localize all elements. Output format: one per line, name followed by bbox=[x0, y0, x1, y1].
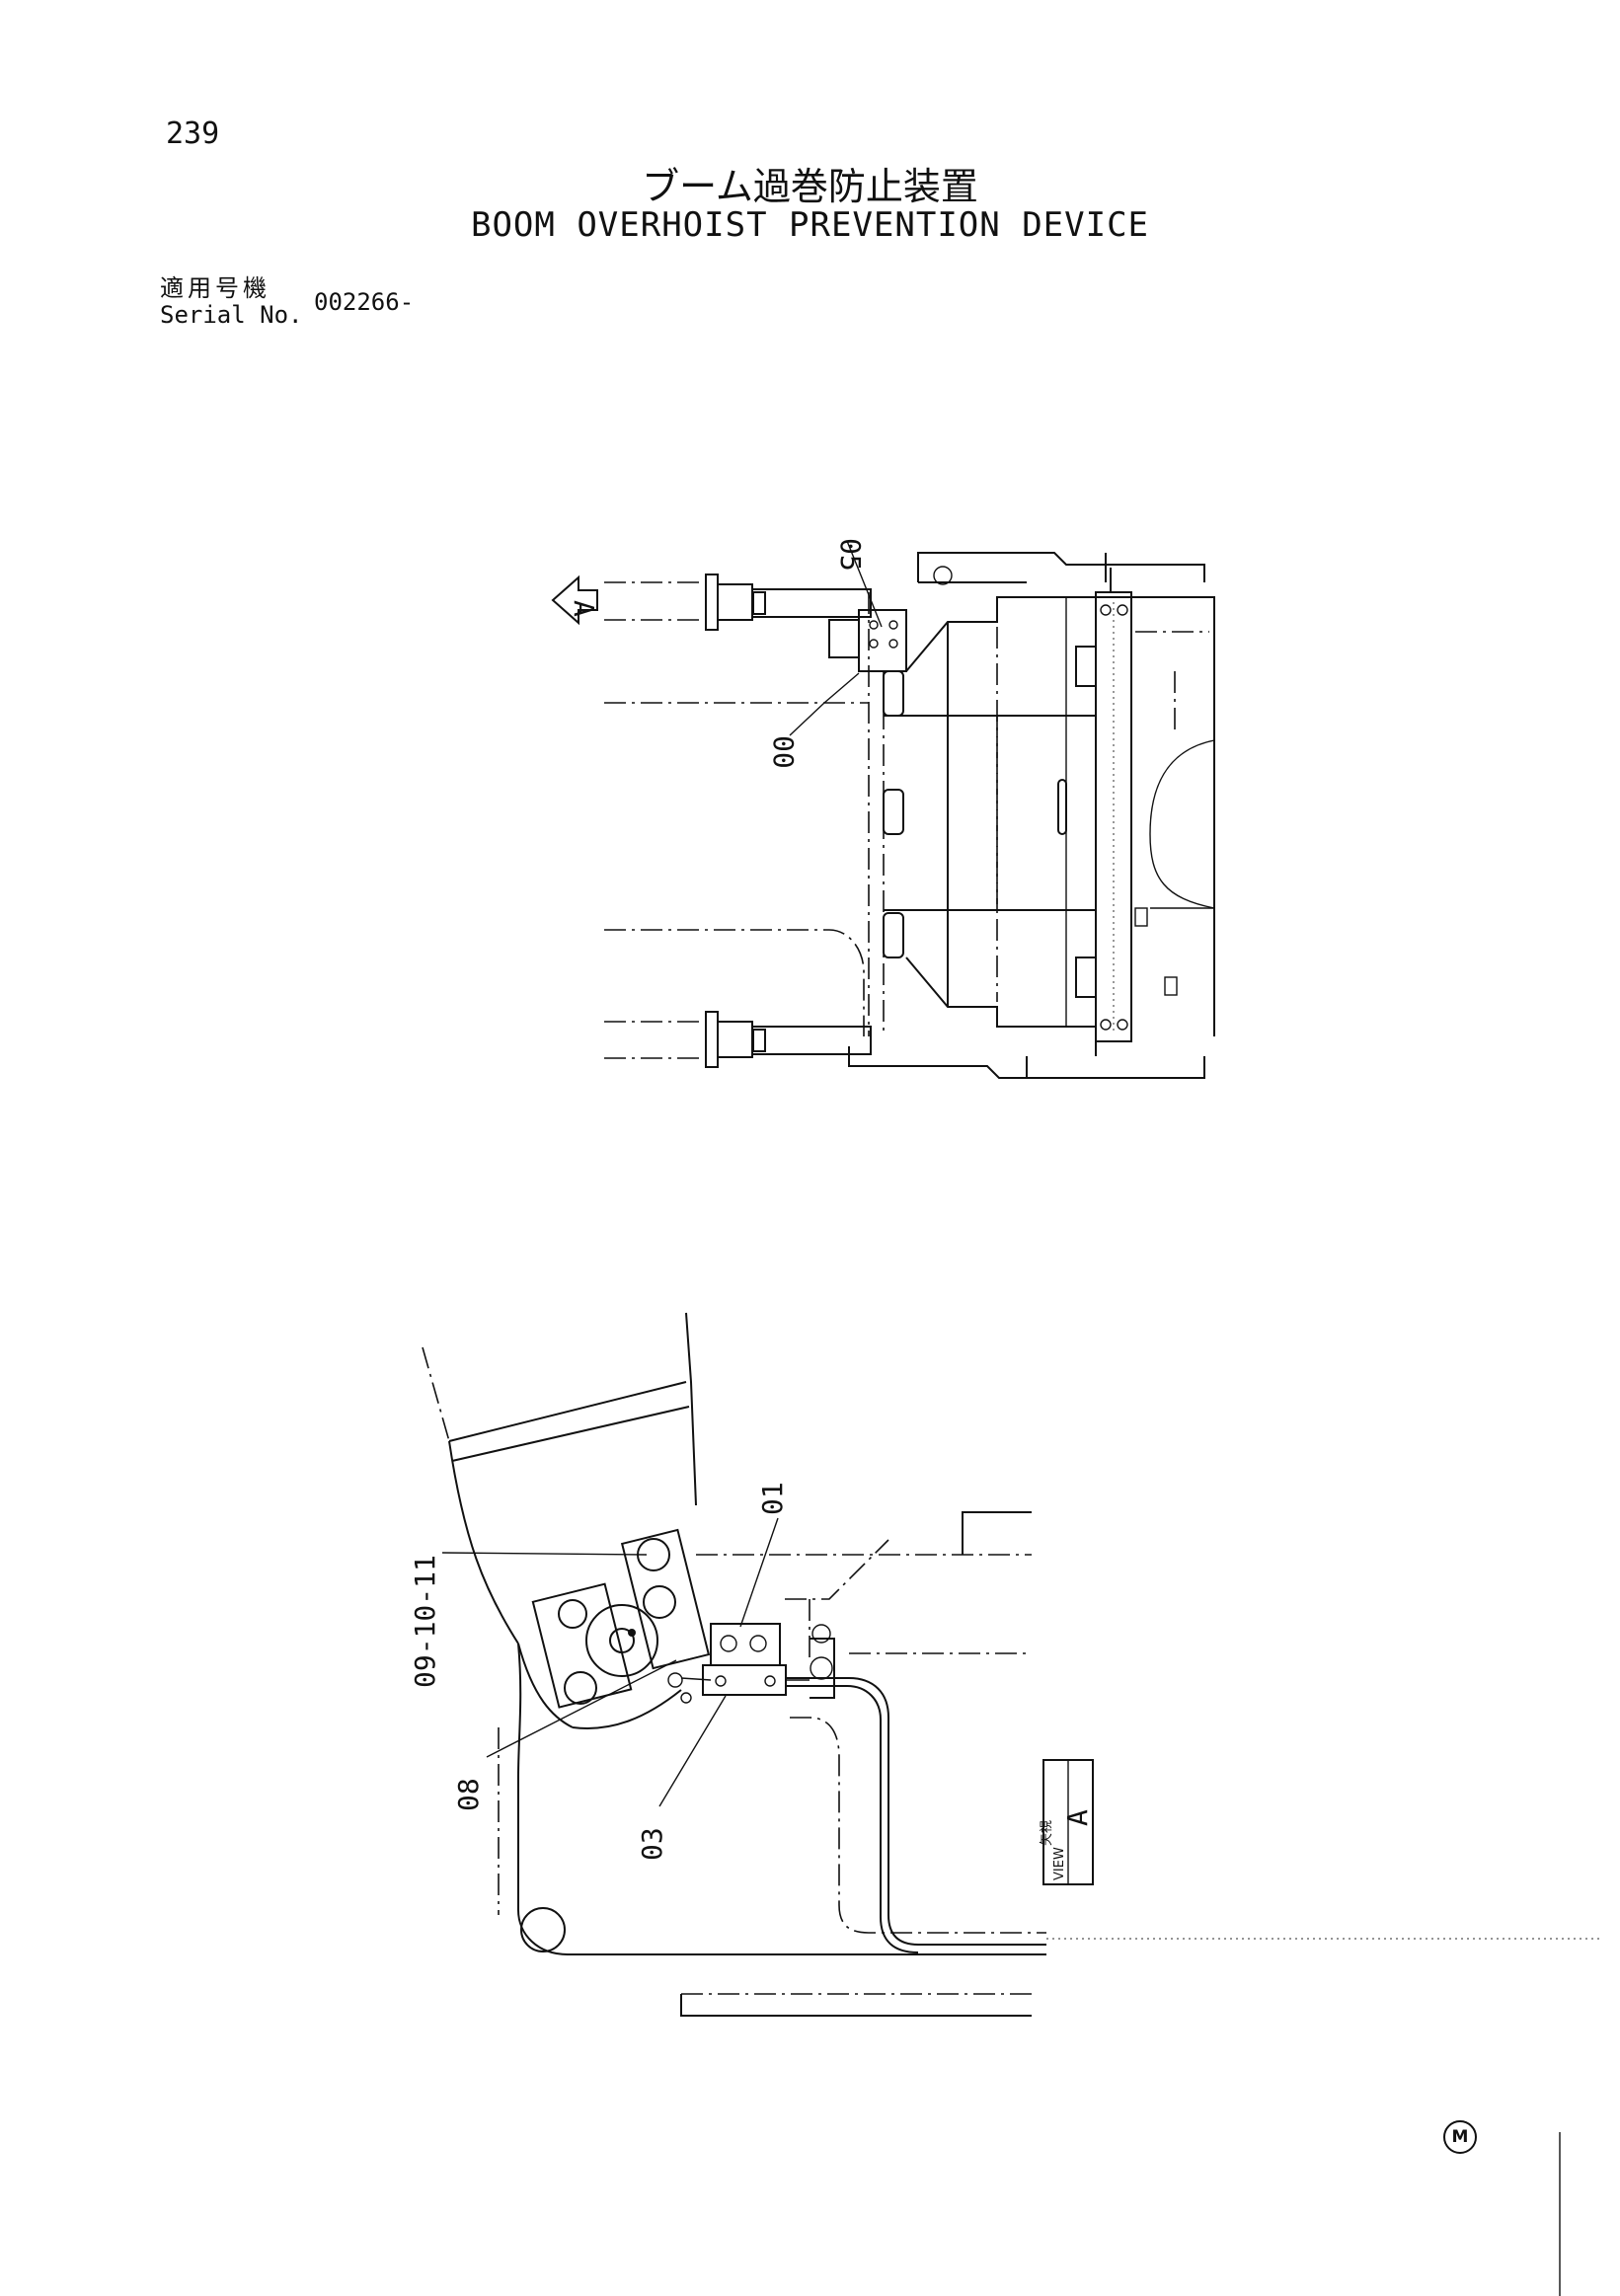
view-arrow-letter: A bbox=[568, 600, 600, 617]
view-box-english: VIEW bbox=[1052, 1847, 1067, 1880]
serial-label-japanese: 適用号機 bbox=[160, 274, 270, 302]
view-a-box: 矢視 VIEW A bbox=[1040, 1759, 1094, 1885]
callout-01: 01 bbox=[756, 1482, 789, 1515]
callout-leader-03 bbox=[658, 1695, 727, 1807]
callout-03: 03 bbox=[636, 1827, 668, 1861]
view-arrow-a: A bbox=[551, 574, 600, 626]
callout-leader-05 bbox=[846, 540, 883, 628]
top-view-drawing: A bbox=[551, 538, 1215, 1079]
view-box-japanese: 矢視 bbox=[1040, 1820, 1054, 1846]
callout-08: 08 bbox=[452, 1778, 485, 1811]
callout-leader-01 bbox=[739, 1517, 779, 1628]
part-05-switch bbox=[828, 609, 907, 672]
corner-mark: M bbox=[1443, 2120, 1477, 2154]
page-number: 239 bbox=[166, 116, 220, 151]
title-english: BOOM OVERHOIST PREVENTION DEVICE bbox=[470, 205, 1150, 245]
side-view-drawing: 矢視 VIEW A 01 09-10-11 08 03 bbox=[409, 1312, 1599, 2017]
serial-value: 002266- bbox=[314, 288, 415, 316]
serial-label-english: Serial No. bbox=[160, 301, 303, 329]
callout-05: 05 bbox=[834, 538, 867, 572]
side-rail bbox=[1075, 568, 1132, 1042]
view-box-letter: A bbox=[1061, 1809, 1094, 1826]
callout-09-10-11: 09-10-11 bbox=[409, 1555, 441, 1688]
callout-leader-08 bbox=[486, 1659, 677, 1758]
title-japanese: ブーム過巻防止装置 bbox=[642, 165, 978, 208]
callout-00: 00 bbox=[767, 735, 800, 769]
callout-leader-09-10-11 bbox=[441, 1552, 648, 1556]
part-01-limit-switch bbox=[667, 1623, 810, 1704]
boom-bracket bbox=[517, 1528, 711, 1729]
callout-leader-00 bbox=[789, 672, 860, 736]
